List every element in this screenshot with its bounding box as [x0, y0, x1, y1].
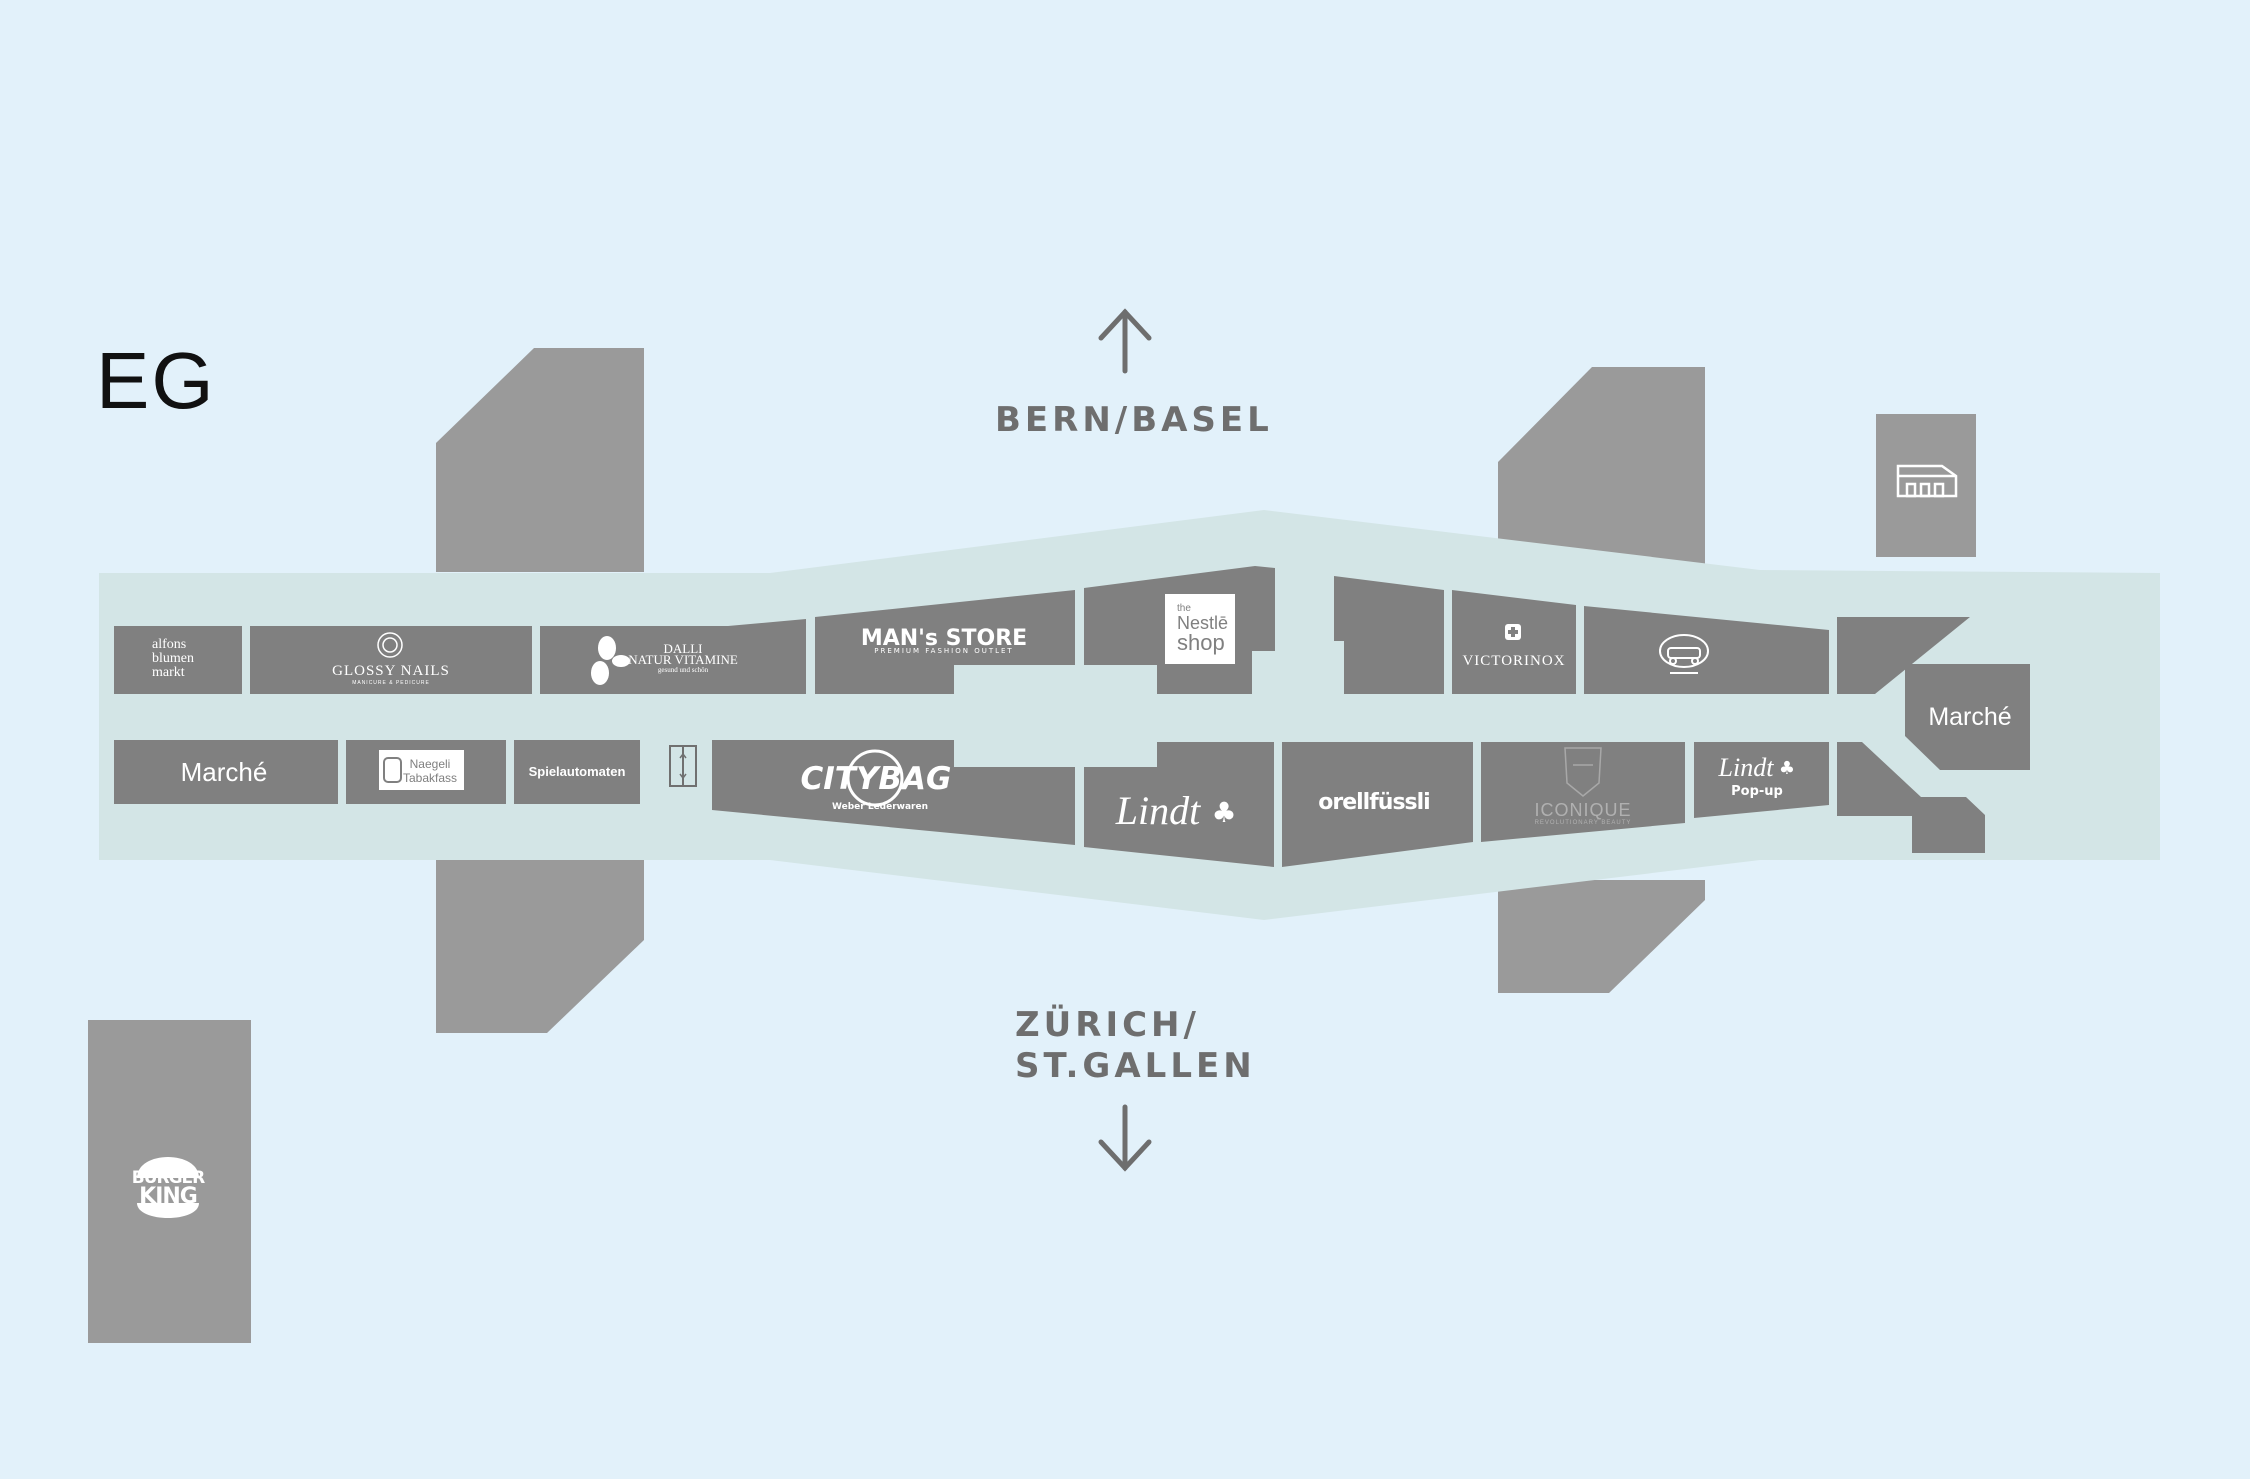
arrow-up-icon: [1098, 308, 1152, 374]
direction-north-text: BERN/BASEL: [995, 400, 1273, 440]
shop-orellfussli[interactable]: [1282, 742, 1473, 867]
glossy-nails-sub: MANICURE & PEDICURE: [352, 680, 430, 686]
naegeli-text-2: Tabakfass: [403, 771, 457, 785]
nestle-logo-box: [1165, 594, 1235, 664]
iconique-text: ICONIQUE: [1534, 800, 1631, 820]
dalli-text-3: gesund und schön: [658, 666, 709, 674]
marche-east-text: Marché: [1928, 703, 2011, 731]
glossy-nails-text: GLOSSY NAILS: [332, 663, 450, 679]
alfons-text-3: markt: [152, 665, 185, 680]
alfons-text-2: blumen: [152, 651, 194, 666]
direction-south-label: ZÜRICH/ ST.GALLEN: [1015, 1005, 1256, 1087]
arrow-down-icon: [1098, 1104, 1152, 1172]
citybag-sub: Weber Lederwaren: [832, 802, 928, 812]
classic-car-logo-icon: [1659, 634, 1709, 674]
glossy-flower-icon: [377, 632, 403, 658]
shop-citybag[interactable]: [712, 740, 1075, 845]
dalli-text-2: NATUR VITAMINE: [628, 652, 738, 667]
alfons-text-1: alfons: [152, 637, 186, 652]
shop-alfons-blumenmarkt[interactable]: [114, 626, 242, 694]
mans-store-sub: PREMIUM FASHION OUTLET: [874, 647, 1013, 655]
iconique-sub: REVOLUTIONARY BEAUTY: [1535, 820, 1632, 826]
shop-spielautomaten[interactable]: [514, 740, 640, 804]
spielautomaten-text: Spielautomaten: [529, 764, 626, 779]
shop-classic-cars[interactable]: [1584, 606, 1829, 694]
building-northwest: [436, 348, 644, 572]
orellfussli-text: orellfüssli: [1318, 790, 1429, 815]
nestle-text-3: shop: [1177, 630, 1225, 655]
dalli-text-1: DALLI: [664, 641, 703, 656]
building-station: [1876, 414, 1976, 557]
burger-king-text-1: BURGER: [132, 1168, 205, 1188]
shop-east-corner-top[interactable]: [1837, 617, 1970, 694]
shop-lindt-popup[interactable]: [1694, 742, 1829, 818]
burger-king-text-2: KING: [139, 1184, 197, 1209]
direction-north-label: BERN/BASEL: [995, 400, 1273, 440]
shop-iconique[interactable]: [1481, 742, 1685, 842]
swiss-cross-icon: [1505, 624, 1521, 640]
lindt-text: Lindt: [1115, 788, 1201, 833]
direction-south-line2: ST.GALLEN: [1015, 1046, 1256, 1086]
marche-west-text: Marché: [181, 757, 268, 787]
direction-south-line1: ZÜRICH/: [1015, 1005, 1200, 1045]
shop-mans-store[interactable]: [815, 590, 1075, 694]
shop-victorinox[interactable]: [1452, 590, 1576, 694]
citybag-text: CITYBAG: [801, 761, 952, 797]
mans-store-text: MAN's STORE: [861, 626, 1027, 651]
iconique-face-icon: [1564, 747, 1602, 797]
lindt-popup-logo: Lindt: [1718, 753, 1775, 782]
station-building-icon: [1896, 464, 1958, 498]
naegeli-logo-box: [379, 750, 464, 790]
naegeli-emblem: [383, 757, 402, 783]
naegeli-text-1: Naegeli: [410, 757, 451, 771]
corridor: [99, 510, 2160, 920]
building-southwest: [436, 860, 644, 1033]
victorinox-text: VICTORINOX: [1462, 653, 1565, 669]
floor-label: EG: [96, 336, 216, 425]
lindt-emblem: ♣: [1211, 796, 1236, 829]
elevator-icon[interactable]: [669, 745, 697, 787]
building-southeast: [1498, 880, 1705, 993]
shop-unit-east-1[interactable]: [1334, 576, 1444, 694]
burger-king-logo-icon: BURGER KING: [132, 1157, 206, 1218]
citybag-ring: [846, 749, 904, 807]
lindt-popup-text: Pop-up: [1731, 784, 1783, 799]
building-northeast: [1498, 367, 1705, 565]
shop-marche-east[interactable]: [1905, 664, 2030, 770]
shop-marche-west[interactable]: [114, 740, 338, 804]
nestle-text-2: Nestlē: [1177, 613, 1228, 633]
dalli-leaf-icon: [591, 636, 630, 685]
shop-lindt[interactable]: [1084, 742, 1274, 867]
lindt-popup-emblem: ♣: [1779, 758, 1795, 779]
nestle-text-1: the: [1177, 603, 1191, 614]
shop-east-corner-bottom[interactable]: [1837, 742, 1985, 853]
